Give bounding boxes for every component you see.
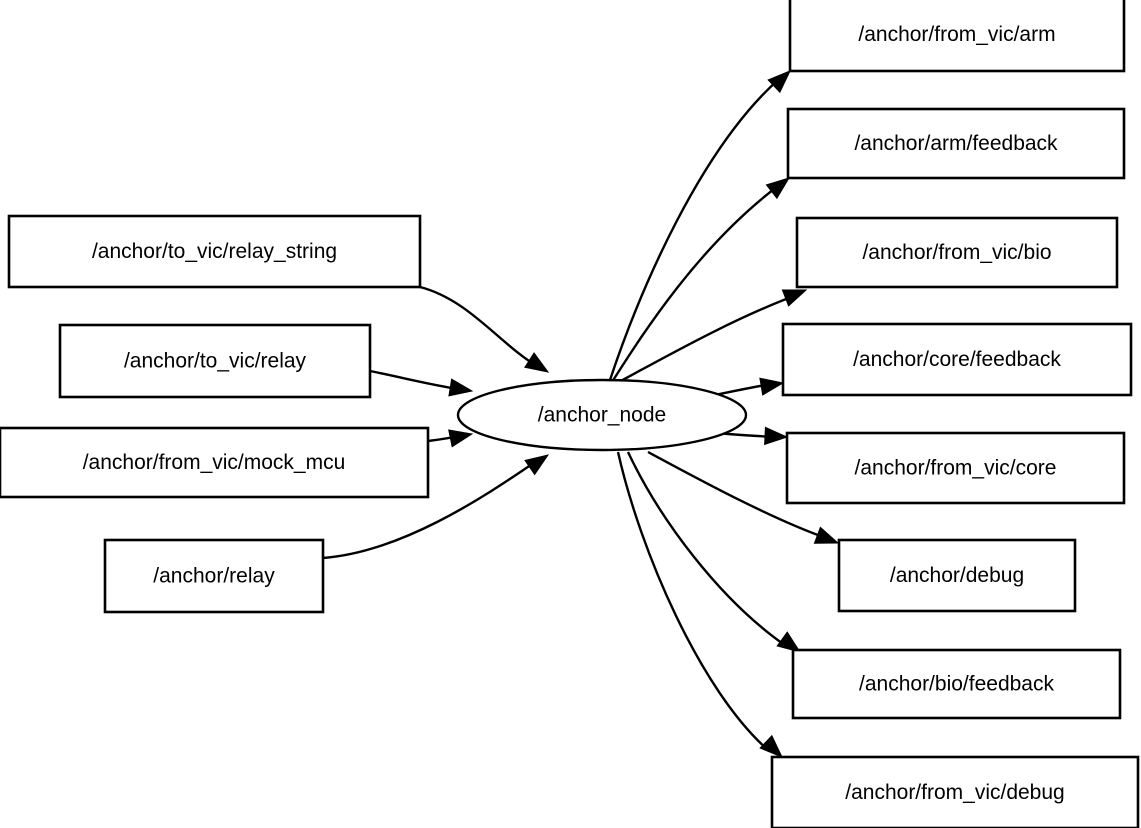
node-label: /anchor/from_vic/arm (858, 23, 1055, 46)
node-ellipse (456, 378, 748, 452)
arrowhead-to_vic_relay (448, 378, 474, 397)
arrowhead-from_vic_core (764, 426, 789, 446)
arrowhead-from_vic_arm (767, 70, 792, 94)
node-label: /anchor/to_vic/relay_string (92, 240, 337, 263)
node-label: /anchor/to_vic/relay (124, 350, 307, 373)
arrowhead-from_vic_bio (781, 289, 808, 307)
edge-out-from_vic_debug (616, 451, 769, 751)
topic-node-from_vic_debug[interactable]: /anchor/from_vic/debug (770, 755, 1140, 828)
node-label: /anchor/from_vic/core (855, 457, 1057, 480)
node-box (788, 0, 1126, 73)
topic-node-debug[interactable]: /anchor/debug (837, 538, 1077, 613)
node-label: /anchor/from_vic/bio (862, 241, 1051, 264)
node-label: /anchor/relay (153, 565, 275, 588)
topic-node-relay[interactable]: /anchor/relay (103, 538, 325, 614)
arrowhead-to_vic_relay_string (524, 352, 550, 373)
node-box (791, 648, 1122, 720)
arrowhead-core_feedback (759, 377, 785, 396)
edge-out-from_vic_arm (608, 79, 779, 381)
node-label: /anchor/arm/feedback (854, 132, 1058, 155)
topic-node-from_vic_arm[interactable]: /anchor/from_vic/arm (788, 0, 1126, 73)
topic-node-to_vic_relay_string[interactable]: /anchor/to_vic/relay_string (7, 214, 422, 289)
arrowhead-debug (813, 526, 840, 544)
node-box (770, 755, 1140, 828)
node-label: /anchor/from_vic/debug (845, 781, 1064, 804)
edge-out-from_vic_bio (616, 294, 795, 385)
node-box (7, 214, 422, 289)
node-box (786, 107, 1126, 180)
edge-out-arm_feedback (610, 185, 779, 383)
edge-out-debug (647, 450, 827, 540)
node-box (785, 431, 1126, 505)
edge-in-to_vic_relay_string (419, 285, 541, 370)
topic-node-to_vic_relay[interactable]: /anchor/to_vic/relay (58, 323, 372, 399)
center-node-anchor-node[interactable]: /anchor_node (456, 378, 748, 452)
node-label: /anchor/debug (890, 564, 1024, 587)
node-box (837, 538, 1077, 613)
node-box (781, 322, 1133, 397)
topic-node-bio_feedback[interactable]: /anchor/bio/feedback (791, 648, 1122, 720)
node-box (0, 426, 430, 499)
arrowhead-relay (524, 454, 550, 476)
edge-in-relay (322, 459, 539, 560)
topic-node-arm_feedback[interactable]: /anchor/arm/feedback (786, 107, 1126, 180)
topic-node-from_vic_mock_mcu[interactable]: /anchor/from_vic/mock_mcu (0, 426, 430, 499)
edges-layer (322, 70, 840, 758)
edge-out-bio_feedback (626, 451, 787, 647)
node-box (795, 216, 1119, 289)
topic-node-from_vic_bio[interactable]: /anchor/from_vic/bio (795, 216, 1119, 289)
node-label: /anchor/core/feedback (853, 348, 1061, 371)
node-box (103, 538, 325, 614)
node-box (58, 323, 372, 399)
topic-node-from_vic_core[interactable]: /anchor/from_vic/core (785, 431, 1126, 505)
node-label: /anchor/bio/feedback (859, 673, 1054, 696)
topic-node-core_feedback[interactable]: /anchor/core/feedback (781, 322, 1133, 397)
node-label: /anchor/from_vic/mock_mcu (83, 451, 346, 474)
center-node-label: /anchor_node (538, 404, 666, 427)
arrowhead-bio_feedback (776, 631, 802, 653)
arrowhead-arm_feedback (765, 177, 791, 200)
arrowhead-from_vic_debug (759, 734, 784, 758)
arrowhead-from_vic_mock_mcu (448, 429, 474, 448)
